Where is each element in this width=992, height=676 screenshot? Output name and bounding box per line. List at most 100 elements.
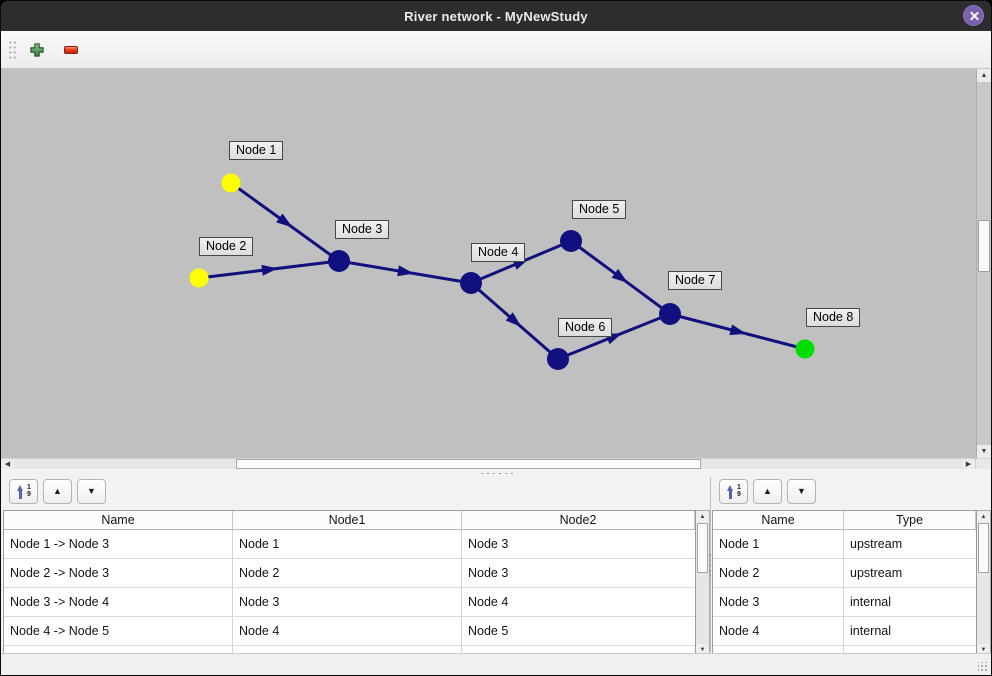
toolbar-drag-handle[interactable] xyxy=(7,38,16,61)
sort-digit-top: 1 xyxy=(27,484,31,491)
table-cell[interactable]: Node 3 xyxy=(462,530,695,559)
table-cell[interactable]: Node 4 xyxy=(462,588,695,617)
node-circle-node-2[interactable] xyxy=(189,268,209,288)
column-header[interactable]: Name xyxy=(4,511,233,530)
table-cell[interactable]: Node 3 xyxy=(233,588,462,617)
node-label-node-6[interactable]: Node 6 xyxy=(558,318,613,337)
sort-button[interactable]: 1 9 xyxy=(9,479,38,504)
column-header[interactable]: Node2 xyxy=(462,511,695,530)
node-circle-node-5[interactable] xyxy=(560,230,582,252)
table-cell[interactable] xyxy=(713,646,844,656)
table-scroll-track[interactable] xyxy=(696,523,709,644)
scrollbar-corner xyxy=(975,459,991,469)
horizontal-scroll-track[interactable] xyxy=(14,459,962,469)
vertical-scroll-track[interactable] xyxy=(977,82,991,445)
node-circle-node-7[interactable] xyxy=(659,303,681,325)
table-cell[interactable]: Node 2 xyxy=(233,559,462,588)
node-label-node-8[interactable]: Node 8 xyxy=(806,308,861,327)
sort-button[interactable]: 1 9 xyxy=(719,479,748,504)
table-cell[interactable]: Node 1 xyxy=(713,530,844,559)
table-cell[interactable]: Node 3 xyxy=(713,588,844,617)
main-toolbar xyxy=(1,31,991,69)
resize-grip[interactable] xyxy=(978,662,988,672)
scroll-right-button[interactable]: ▶ xyxy=(962,459,975,469)
table-cell[interactable] xyxy=(462,646,695,656)
table-cell[interactable]: internal xyxy=(844,588,976,617)
table-cell[interactable]: Node 5 xyxy=(462,617,695,646)
table-cell[interactable]: upstream xyxy=(844,559,976,588)
scroll-left-button[interactable]: ◀ xyxy=(1,459,14,469)
column-header[interactable]: Name xyxy=(713,511,844,530)
table-cell[interactable] xyxy=(844,646,976,656)
scroll-up-button[interactable]: ▲ xyxy=(977,69,991,82)
table-scroll-thumb[interactable] xyxy=(978,523,989,573)
close-button[interactable] xyxy=(963,5,984,26)
table-cell[interactable]: Node 1 xyxy=(233,530,462,559)
canvas-horizontal-scrollbar[interactable]: ◀ ▶ xyxy=(1,458,991,469)
plus-icon xyxy=(30,42,44,57)
edge-arrow-icon xyxy=(276,213,293,228)
branches-table-scrollbar[interactable]: ▲ ▼ xyxy=(696,510,710,657)
column-header[interactable]: Type xyxy=(844,511,976,530)
table-row[interactable] xyxy=(713,646,976,656)
table-cell[interactable]: Node 4 xyxy=(233,617,462,646)
vertical-splitter[interactable] xyxy=(708,553,712,579)
scroll-down-button[interactable]: ▼ xyxy=(977,445,991,458)
node-circle-node-8[interactable] xyxy=(795,339,815,359)
move-up-button[interactable]: ▲ xyxy=(753,479,782,504)
table-cell[interactable]: Node 3 xyxy=(462,559,695,588)
scroll-up-button[interactable]: ▲ xyxy=(977,511,990,523)
node-circle-node-4[interactable] xyxy=(460,272,482,294)
node-label-node-7[interactable]: Node 7 xyxy=(668,271,723,290)
vertical-scroll-thumb[interactable] xyxy=(978,220,990,272)
table-cell[interactable]: internal xyxy=(844,617,976,646)
network-canvas: Node 1 Node 2 Node 3 Node 4 Node 5 Node 6 Node… xyxy=(1,69,991,458)
table-cell[interactable] xyxy=(4,646,233,656)
nodes-table-scrollbar[interactable]: ▲ ▼ xyxy=(977,510,991,657)
add-button[interactable] xyxy=(24,37,50,63)
table-row[interactable] xyxy=(4,646,695,656)
table-cell[interactable]: Node 2 xyxy=(713,559,844,588)
column-header[interactable]: Node1 xyxy=(233,511,462,530)
node-label-node-1[interactable]: Node 1 xyxy=(229,141,284,160)
node-circle-node-3[interactable] xyxy=(328,250,350,272)
node-label-node-5[interactable]: Node 5 xyxy=(572,200,627,219)
move-down-button[interactable]: ▼ xyxy=(77,479,106,504)
canvas-vertical-scrollbar[interactable]: ▲ ▼ xyxy=(976,69,991,458)
node-circle-node-6[interactable] xyxy=(547,348,569,370)
horizontal-scroll-thumb[interactable] xyxy=(236,459,701,469)
table-scroll-thumb[interactable] xyxy=(697,523,708,573)
remove-button[interactable] xyxy=(58,37,84,63)
table-cell[interactable]: upstream xyxy=(844,530,976,559)
node-label-node-4[interactable]: Node 4 xyxy=(471,243,526,262)
scroll-up-button[interactable]: ▲ xyxy=(696,511,709,523)
table-scroll-track[interactable] xyxy=(977,523,990,644)
sort-digits: 1 9 xyxy=(737,484,741,498)
node-label-node-3[interactable]: Node 3 xyxy=(335,220,390,239)
minus-icon xyxy=(64,45,78,54)
table-cell[interactable]: Node 4 xyxy=(713,617,844,646)
table-cell[interactable]: Node 1 -> Node 3 xyxy=(4,530,233,559)
node-label-node-2[interactable]: Node 2 xyxy=(199,237,254,256)
table-cell[interactable]: Node 4 -> Node 5 xyxy=(4,617,233,646)
horizontal-splitter[interactable] xyxy=(1,469,991,477)
splitter-handle-icon xyxy=(479,471,513,475)
move-up-button[interactable]: ▲ xyxy=(43,479,72,504)
table-cell[interactable] xyxy=(233,646,462,656)
node-circle-node-1[interactable] xyxy=(221,173,241,193)
up-triangle-icon: ▲ xyxy=(763,486,772,496)
table-cell[interactable]: Node 3 -> Node 4 xyxy=(4,588,233,617)
table-cell[interactable]: Node 2 -> Node 3 xyxy=(4,559,233,588)
move-down-button[interactable]: ▼ xyxy=(787,479,816,504)
